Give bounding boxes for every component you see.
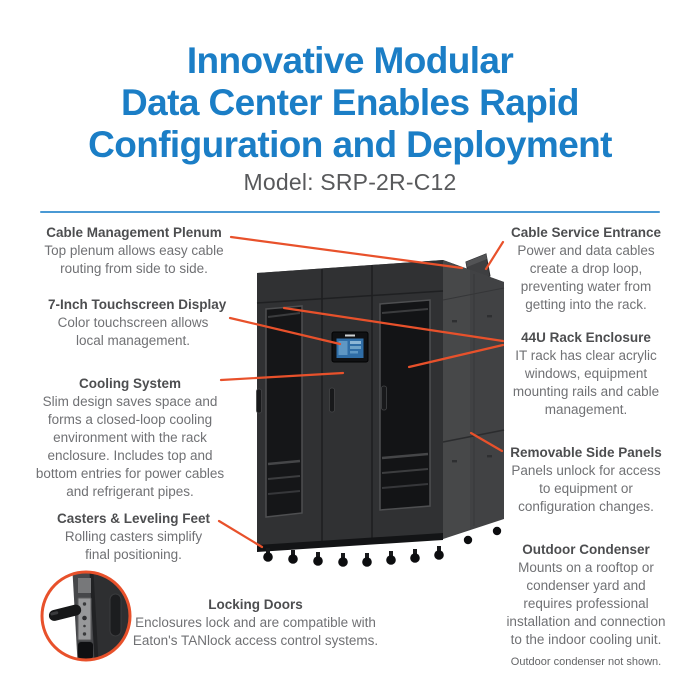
callout-cooling-system: Cooling System Slim design saves space a… bbox=[30, 375, 230, 501]
casters-and-feet bbox=[257, 526, 502, 567]
callout-body: Color touchscreen allows local managemen… bbox=[57, 315, 209, 348]
callout-touchscreen-display: 7-Inch Touchscreen Display Color touchsc… bbox=[48, 296, 227, 350]
leader-removable-side-panels bbox=[469, 431, 504, 453]
callout-cable-management-plenum: Cable Management Plenum Top plenum allow… bbox=[38, 224, 230, 278]
callout-removable-side-panels: Removable Side Panels Panels unlock for … bbox=[506, 444, 666, 516]
page-title-line-3: Configuration and Deployment bbox=[88, 124, 612, 165]
right-door-window bbox=[379, 299, 431, 511]
callout-leader-lines bbox=[217, 235, 505, 549]
callout-cable-service-entrance: Cable Service Entrance Power and data ca… bbox=[506, 224, 666, 314]
callout-title: Locking Doors bbox=[208, 597, 303, 612]
callout-body: Power and data cables create a drop loop… bbox=[517, 243, 655, 312]
touchscreen-display bbox=[331, 331, 369, 363]
callout-body: Slim design saves space and forms a clos… bbox=[35, 394, 225, 499]
left-door-window bbox=[265, 305, 303, 518]
leader-casters bbox=[217, 519, 264, 549]
callout-outdoor-condenser: Outdoor Condenser Mounts on a rooftop or… bbox=[505, 541, 667, 669]
callout-note: Outdoor condenser not shown. bbox=[510, 656, 662, 668]
callout-casters-leveling-feet: Casters & Leveling Feet Rolling casters … bbox=[51, 510, 216, 564]
leader-cable-service-entrance bbox=[484, 240, 505, 271]
callout-title: Cooling System bbox=[78, 376, 181, 391]
callout-title: Outdoor Condenser bbox=[522, 542, 650, 557]
plenum-seam bbox=[256, 290, 444, 304]
page-title-line-1: Innovative Modular bbox=[186, 40, 514, 81]
callout-44u-rack-enclosure: 44U Rack Enclosure IT rack has clear acr… bbox=[506, 329, 666, 419]
callout-body: Panels unlock for access to equipment or… bbox=[511, 463, 661, 514]
callout-body: Enclosures lock and are compatible with … bbox=[132, 615, 379, 648]
header-divider bbox=[40, 211, 660, 213]
page-title: Innovative Modular Data Center Enables R… bbox=[0, 40, 700, 166]
callout-title: Cable Management Plenum bbox=[46, 225, 222, 240]
callout-body: IT rack has clear acrylic windows, equip… bbox=[512, 348, 660, 417]
callout-title: 7-Inch Touchscreen Display bbox=[48, 297, 227, 312]
callout-body: Top plenum allows easy cable routing fro… bbox=[44, 243, 224, 276]
page-title-line-2: Data Center Enables Rapid bbox=[121, 82, 580, 123]
leader-44u-rack-right bbox=[407, 343, 505, 369]
model-number: Model: SRP-2R-C12 bbox=[243, 169, 457, 195]
callout-title: Casters & Leveling Feet bbox=[56, 511, 211, 526]
callout-title: Cable Service Entrance bbox=[510, 225, 662, 240]
callout-body: Mounts on a rooftop or condenser yard an… bbox=[506, 560, 666, 647]
leader-44u-rack-left bbox=[282, 306, 505, 343]
enclosure-side-panels bbox=[442, 260, 505, 539]
locking-door-closeup-inset bbox=[40, 570, 132, 662]
leader-cable-management-plenum bbox=[229, 235, 464, 270]
callout-body: Rolling casters simplify final positioni… bbox=[64, 529, 203, 562]
callout-title: Removable Side Panels bbox=[510, 445, 662, 460]
leader-cooling-system bbox=[219, 371, 345, 382]
leader-touchscreen-display bbox=[228, 316, 342, 346]
callout-title: 44U Rack Enclosure bbox=[521, 330, 651, 345]
door-handles bbox=[256, 385, 387, 414]
callout-locking-doors: Locking Doors Enclosures lock and are co… bbox=[123, 596, 388, 650]
